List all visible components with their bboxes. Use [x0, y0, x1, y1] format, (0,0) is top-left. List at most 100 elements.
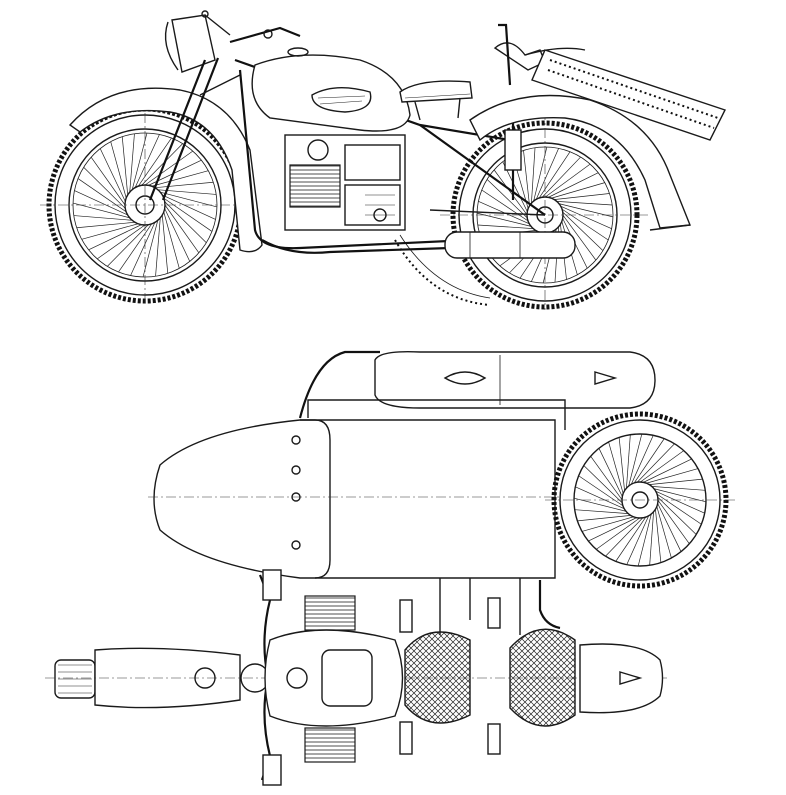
wheel-spoke — [654, 494, 697, 535]
hinge — [291, 465, 301, 475]
wheel-spoke — [539, 156, 581, 201]
wheel-spoke — [530, 147, 536, 208]
wheel-spoke — [634, 443, 675, 486]
wheel-spoke — [481, 189, 532, 224]
wheel-spoke — [653, 491, 702, 525]
wheel-spoke — [99, 148, 128, 206]
wheel-spoke — [588, 515, 641, 542]
wheel-spoke — [637, 510, 653, 567]
wheel-spoke — [476, 212, 535, 228]
wheel-spoke — [97, 222, 149, 260]
saddle — [399, 80, 473, 121]
wheel-spoke — [627, 433, 643, 490]
wheel-spoke — [110, 141, 128, 202]
wheel-spoke — [575, 486, 628, 511]
wheel-spoke — [654, 505, 662, 563]
wheel-spoke — [573, 497, 630, 513]
wheel-spoke — [133, 134, 160, 192]
sidecar-trunk — [298, 350, 656, 430]
wheel-spoke — [577, 514, 635, 522]
wheel-spoke — [161, 211, 169, 274]
wheel-spoke — [637, 450, 684, 485]
wheel-spoke — [583, 465, 626, 506]
wheel-spoke — [645, 478, 703, 486]
wheel-spoke — [547, 182, 605, 200]
wheel-spoke — [581, 515, 638, 532]
wheel-spoke — [158, 193, 216, 220]
wheel-spoke — [652, 489, 705, 514]
sidecar-wheel-side — [394, 234, 491, 306]
headlight — [164, 10, 231, 73]
wheel-spoke — [88, 222, 146, 251]
wheel-spoke — [523, 150, 531, 210]
wheel-spoke — [493, 169, 530, 218]
hinge — [291, 435, 301, 445]
wheel-spoke — [608, 441, 625, 498]
wheel-spoke — [550, 193, 610, 201]
wheel-spoke — [639, 458, 692, 485]
wheel-spoke — [161, 198, 207, 243]
wheel-spoke — [544, 172, 599, 200]
wheel-spoke — [618, 437, 626, 495]
wheel-spoke — [559, 209, 604, 251]
wheel-spoke — [118, 220, 155, 273]
wheel-spoke — [655, 499, 682, 552]
wheel-spoke — [560, 212, 597, 261]
wheel-spoke — [629, 435, 654, 488]
wheel-spoke — [552, 200, 613, 206]
wheel-spoke — [121, 136, 129, 199]
wheel-spoke — [590, 456, 625, 503]
footrests — [399, 597, 501, 755]
hinge — [291, 492, 301, 502]
wheel-spoke — [138, 143, 183, 189]
wheel-spoke — [625, 434, 631, 493]
wheel-spoke — [578, 475, 627, 509]
engine — [284, 134, 406, 231]
wheel-spoke — [135, 137, 172, 190]
wheel-spoke — [532, 146, 548, 205]
wheel-spoke — [534, 148, 559, 203]
wheel-spoke — [130, 132, 148, 194]
wheel-spoke — [83, 167, 129, 212]
wheel-spoke — [477, 224, 538, 230]
wheel-spoke — [156, 190, 218, 208]
sidecar-wheel — [545, 411, 735, 589]
wheel-spoke — [77, 178, 130, 215]
wheel-spoke — [107, 221, 152, 267]
wheel-spoke — [631, 438, 665, 487]
wheel-spoke — [605, 514, 646, 557]
wheel-spoke — [141, 150, 193, 188]
wheel-spoke — [130, 218, 157, 276]
wheel-spoke — [153, 189, 217, 195]
wheel-spoke — [574, 509, 633, 515]
rear-handle — [498, 23, 512, 86]
wheel-spoke — [596, 515, 643, 550]
wheel-spoke — [90, 157, 128, 209]
wheel-spoke — [542, 163, 591, 200]
fuel-tank — [251, 47, 411, 132]
wheel-spoke — [555, 202, 614, 218]
wheel-spoke — [557, 204, 612, 229]
side-view — [40, 10, 726, 310]
wheel-spoke — [142, 216, 160, 278]
wheel-spoke — [649, 507, 655, 566]
wheel-spoke — [647, 485, 706, 491]
cylinders-top — [304, 595, 356, 763]
wheel-spoke — [162, 204, 191, 262]
wheel-spoke — [151, 181, 214, 189]
wheel-spoke — [615, 513, 649, 562]
wheel-spoke — [73, 215, 137, 221]
wheel-spoke — [160, 195, 213, 232]
seats-top — [404, 628, 576, 727]
wheel-spoke — [536, 151, 571, 202]
wheel-spoke — [72, 202, 134, 220]
wheel-spoke — [81, 222, 142, 240]
tank-top — [264, 629, 404, 727]
wheel-spoke — [74, 190, 132, 217]
sidecar-body — [148, 419, 560, 579]
wheel-spoke — [650, 487, 707, 503]
spare-tire — [531, 49, 726, 141]
hinge — [291, 540, 301, 550]
exhaust — [261, 231, 576, 259]
